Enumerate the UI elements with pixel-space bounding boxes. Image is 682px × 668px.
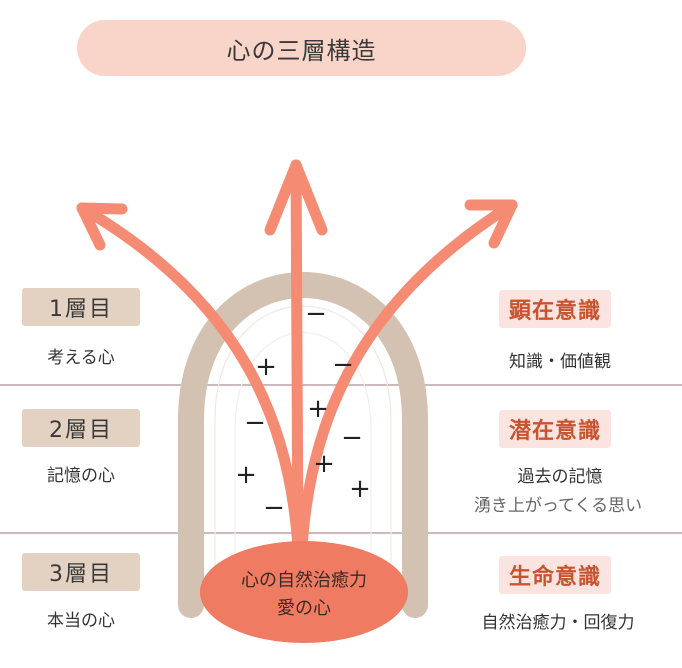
sign-plus: + bbox=[235, 460, 257, 490]
sign-minus: − bbox=[332, 350, 354, 380]
layer-2-sub: 記憶の心 bbox=[47, 466, 115, 486]
layer-1-badge: 1層目 bbox=[22, 288, 140, 326]
layer-3-badge: 3層目 bbox=[22, 553, 140, 591]
sign-minus: − bbox=[305, 299, 327, 329]
core-line-2: 愛の心 bbox=[277, 598, 331, 619]
mind-3-sub: 自然治癒力・回復力 bbox=[481, 613, 635, 633]
layer-3-sub: 本当の心 bbox=[47, 611, 115, 631]
mind-1-sub: 知識・価値観 bbox=[509, 352, 611, 372]
core-ellipse bbox=[200, 541, 408, 643]
sign-plus: + bbox=[255, 352, 277, 382]
inner-contour-1 bbox=[214, 305, 392, 600]
inner-contour-2 bbox=[234, 331, 372, 600]
layer-2-badge: 2層目 bbox=[22, 409, 140, 447]
arrow-center bbox=[264, 159, 328, 554]
mind-2-sub-2: 湧き上がってくる思い bbox=[473, 496, 643, 516]
sign-plus: + bbox=[313, 449, 335, 479]
divider-bottom bbox=[0, 532, 682, 534]
sign-minus: − bbox=[341, 423, 363, 453]
outer-arch bbox=[178, 272, 428, 618]
layer-1-sub: 考える心 bbox=[47, 348, 115, 368]
arrow-right bbox=[296, 199, 518, 554]
mind-2-sub-1: 過去の記憶 bbox=[517, 467, 603, 487]
mind-3-badge: 生命意識 bbox=[499, 556, 612, 594]
sign-minus: − bbox=[244, 408, 266, 438]
sign-plus: + bbox=[307, 394, 329, 424]
core-line-1: 心の自然治癒力 bbox=[241, 570, 367, 591]
arrow-left bbox=[76, 202, 304, 554]
sign-minus: − bbox=[263, 493, 285, 523]
mind-2-badge: 潜在意識 bbox=[499, 410, 612, 448]
page-title: 心の三層構造 bbox=[77, 20, 526, 76]
mind-1-badge: 顕在意識 bbox=[499, 290, 612, 328]
sign-plus: + bbox=[349, 474, 371, 504]
